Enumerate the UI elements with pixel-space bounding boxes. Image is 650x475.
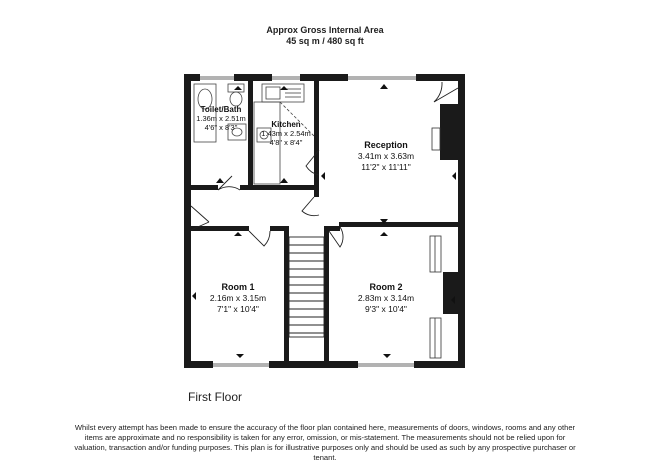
floor-label: First Floor [188, 390, 242, 404]
svg-text:Room 2: Room 2 [369, 282, 402, 292]
room-label-room1: Room 1 2.16m x 3.15m 7'1" x 10'4" [210, 282, 266, 314]
room-label-reception: Reception 3.41m x 3.63m 11'2" x 11'11" [358, 140, 414, 172]
svg-text:3.41m x 3.63m: 3.41m x 3.63m [358, 151, 414, 161]
window-bath [200, 74, 234, 81]
svg-text:Room 1: Room 1 [221, 282, 254, 292]
room-label-room2: Room 2 2.83m x 3.14m 9'3" x 10'4" [358, 282, 414, 314]
svg-text:9'3" x 10'4": 9'3" x 10'4" [365, 304, 407, 314]
svg-text:1.36m x 2.51m: 1.36m x 2.51m [196, 114, 246, 123]
worktop [253, 101, 281, 185]
svg-text:11'2" x 11'11": 11'2" x 11'11" [361, 162, 410, 172]
window-kitchen [272, 74, 300, 81]
door-swings [190, 81, 459, 248]
window-reception [348, 74, 416, 81]
room-label-toilet-bath: Toilet/Bath 1.36m x 2.51m 4'6" x 8'3" [196, 105, 246, 132]
radiator-markers [192, 84, 456, 358]
bath-icon [193, 83, 217, 143]
svg-text:Reception: Reception [364, 140, 408, 150]
basin-icon [227, 123, 247, 141]
disclaimer: Whilst every attempt has been made to en… [74, 423, 576, 462]
svg-text:Kitchen: Kitchen [271, 120, 300, 129]
area-title: Approx Gross Internal Area [266, 25, 384, 35]
bathroom-fixtures [193, 83, 247, 143]
staircase [288, 236, 325, 338]
svg-text:1.43m x 2.54m: 1.43m x 2.54m [261, 129, 311, 138]
kitchen-fixtures [253, 83, 315, 185]
window-room1 [213, 361, 269, 368]
internal-walls [191, 81, 458, 366]
svg-text:2.16m x 3.15m: 2.16m x 3.15m [210, 293, 266, 303]
windows [200, 74, 416, 368]
room-label-kitchen: Kitchen 1.43m x 2.54m 4'8" x 8'4" [261, 120, 311, 147]
room2-fittings [429, 127, 442, 359]
svg-text:7'1" x 10'4": 7'1" x 10'4" [217, 304, 259, 314]
sink-icon [261, 83, 305, 103]
svg-text:4'8" x 8'4": 4'8" x 8'4" [270, 138, 303, 147]
window-room2 [358, 361, 414, 368]
svg-text:2.83m x 3.14m: 2.83m x 3.14m [358, 293, 414, 303]
svg-text:4'6" x 8'3": 4'6" x 8'3" [205, 123, 238, 132]
area-value: 45 sq m / 480 sq ft [286, 36, 364, 46]
svg-text:Toilet/Bath: Toilet/Bath [201, 105, 242, 114]
